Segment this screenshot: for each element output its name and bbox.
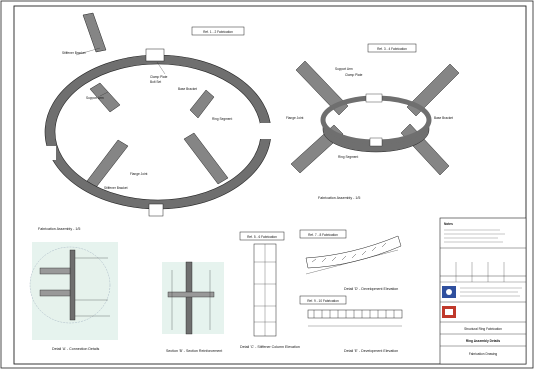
detail-c-caption: Detail 'C' - Stiffener Column Elevation: [240, 345, 300, 349]
project-name: Structural Ring Fabrication: [464, 327, 502, 331]
title-block: Notes Structural Ring Fabrication Ring A…: [439, 217, 527, 365]
detail-c-tag: Ref. 5 - 6 Fabrication: [247, 235, 277, 239]
callout: Base Bracket: [178, 87, 197, 91]
detail-connection: Detail 'A' - Connection Details: [29, 242, 118, 351]
detail-section: Section 'B' - Section Reinforcement: [162, 261, 224, 353]
detail-d-tag: Ref. 7 - 8 Fabrication: [308, 233, 338, 237]
detail-b-caption: Section 'B' - Section Reinforcement: [166, 349, 222, 353]
callout: Support Arm: [86, 96, 104, 100]
inner-frame: [13, 5, 527, 365]
callout: Flange Joint: [286, 116, 303, 120]
callout: Clamp Plate: [345, 73, 363, 77]
large-ring-view: Ref. 1 - 2 Fabrication Stiffener Bracket…: [38, 12, 274, 231]
detail-d-caption: Detail 'D' - Development Elevation: [344, 287, 398, 291]
detail-e-tag: Ref. 9 - 10 Fabrication: [307, 299, 339, 303]
drawing-title: Ring Assembly Details: [466, 339, 500, 343]
ring-large-tag: Ref. 1 - 2 Fabrication: [203, 30, 233, 34]
drawing-status: Fabrication Drawing: [469, 352, 498, 356]
callout: Clamp Plate: [150, 75, 168, 79]
ring-large-caption: Fabrication Assembly - 1/5: [38, 227, 80, 231]
callout: Ring Segment: [212, 117, 232, 121]
ring-small-tag: Ref. 3 - 4 Fabrication: [377, 47, 407, 51]
detail-curve-top: Ref. 7 - 8 Fabrication Detail 'D' - Deve…: [299, 229, 402, 291]
small-ring-view: Ref. 3 - 4 Fabrication Support Arm Clamp…: [286, 43, 460, 200]
support-arms-large: [82, 12, 229, 191]
callout: Support Arm: [335, 67, 353, 71]
detail-e-caption: Detail 'E' - Development Elevation: [344, 349, 398, 353]
ring-large-callouts: Stiffener Bracket Support Arm Clamp Plat…: [62, 47, 232, 190]
ring-large-tag-box: [191, 26, 245, 36]
callout: Ring Segment: [338, 155, 358, 159]
callout: Base Bracket: [434, 116, 453, 120]
callout: Bolt Set: [150, 80, 161, 84]
detail-a-caption: Detail 'A' - Connection Details: [52, 347, 100, 351]
ring-small-caption: Fabrication Assembly - 1/5: [318, 196, 360, 200]
detail-column: Ref. 5 - 6 Fabrication Detail 'C' - Stif…: [239, 231, 300, 349]
callout: Flange Joint: [130, 172, 147, 176]
ring-small-tag-box: [367, 43, 417, 53]
notes-heading: Notes: [444, 222, 453, 226]
detail-curve-bottom: Ref. 9 - 10 Fabrication Detail 'E' - Dev…: [299, 295, 403, 353]
callout: Stiffener Bracket: [104, 186, 128, 190]
callout: Stiffener Bracket: [62, 51, 86, 55]
